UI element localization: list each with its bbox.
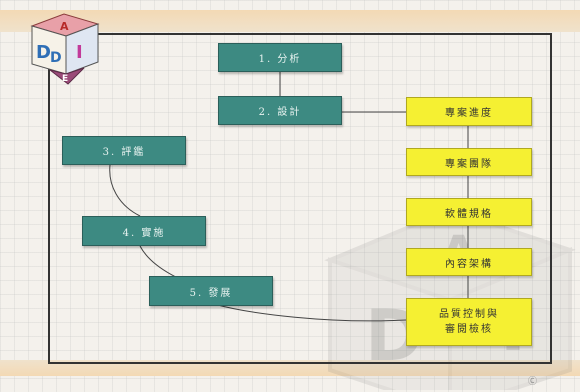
node-project-schedule: 專案進度: [406, 97, 532, 126]
node-design: 2. 設計: [218, 96, 342, 125]
node-content-structure: 內容架構: [406, 248, 532, 276]
addie-logo: A D D I E: [30, 13, 100, 85]
footer-band: [0, 360, 580, 376]
node-software-spec: 軟體規格: [406, 198, 532, 226]
logo-letter-i: I: [76, 42, 83, 63]
node-development: 5. 發展: [149, 276, 273, 306]
node-quality-control: 品質控制與 審閱檢核: [406, 298, 532, 346]
node-implementation: 4. 實施: [82, 216, 206, 246]
logo-letter-d2: D: [50, 50, 62, 66]
logo-letter-a: A: [60, 20, 69, 33]
node-evaluation: 3. 評鑑: [62, 136, 186, 165]
logo-letter-e: E: [62, 74, 68, 84]
header-band: [0, 10, 580, 32]
logo-letter-d1: D: [36, 42, 51, 63]
footer-mark: Ⓒ: [528, 377, 538, 387]
diagram-frame: [48, 33, 552, 364]
node-analysis: 1. 分析: [218, 43, 342, 72]
node-project-team: 專案團隊: [406, 148, 532, 176]
